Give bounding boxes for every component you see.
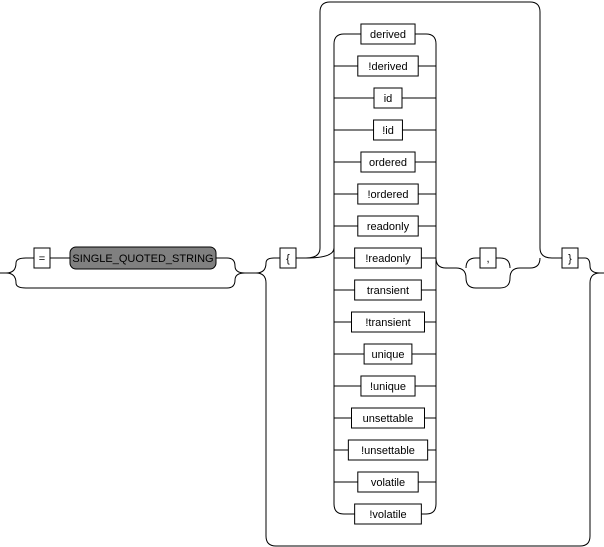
modifier-transient-label: transient xyxy=(367,285,409,297)
modifier-not-unsettable-label: !unsettable xyxy=(361,445,415,457)
separator-upper-line xyxy=(465,257,511,269)
modifier-not-id-terminal xyxy=(373,119,403,141)
separator-terminal: , xyxy=(479,247,497,269)
single-quoted-string-nonterminal: SINGLE_QUOTED_STRING xyxy=(69,246,217,270)
modifier-not-derived-terminal xyxy=(357,55,419,77)
modifier-choice-right-rail xyxy=(425,33,456,515)
brace-bypass-line xyxy=(255,272,604,547)
assign-terminal: = xyxy=(33,247,51,269)
main-line-entry xyxy=(0,272,256,289)
modifier-id-label: id xyxy=(384,93,393,105)
modifier-transient-terminal xyxy=(354,279,422,301)
modifier-not-readonly-label: !readonly xyxy=(365,253,411,265)
modifier-unique-terminal xyxy=(363,343,413,365)
modifier-derived-terminal xyxy=(360,23,416,45)
modifier-not-unsettable-terminal xyxy=(347,439,429,461)
brace-entry-line xyxy=(255,1,601,274)
modifier-unsettable-terminal xyxy=(351,407,425,429)
modifier-choice-left-rail xyxy=(305,33,345,515)
modifier-readonly-label: readonly xyxy=(367,221,410,233)
modifier-unique-label: unique xyxy=(371,349,404,361)
single-quoted-string-label: SINGLE_QUOTED_STRING xyxy=(72,253,213,265)
close-brace-label: } xyxy=(568,253,572,265)
modifier-not-id-label: !id xyxy=(382,125,394,137)
modifier-ordered-label: ordered xyxy=(369,157,407,169)
modifier-not-unique-label: !unique xyxy=(370,381,406,393)
assign-branch-line xyxy=(5,257,246,274)
modifier-not-transient-label: !transient xyxy=(365,317,410,329)
modifier-not-ordered-terminal xyxy=(357,183,419,205)
modifier-volatile-label: volatile xyxy=(371,477,405,489)
modifier-not-unique-terminal xyxy=(360,375,416,397)
modifier-unsettable-label: unsettable xyxy=(363,413,414,425)
modifier-ordered-terminal xyxy=(360,151,416,173)
close-brace-terminal: } xyxy=(561,247,579,269)
modifier-readonly-terminal xyxy=(357,215,419,237)
modifier-not-ordered-label: !ordered xyxy=(368,189,409,201)
separator-loop-line xyxy=(455,257,541,289)
modifier-not-readonly-terminal xyxy=(354,247,422,269)
separator-label: , xyxy=(486,253,489,265)
modifier-choice-group: derived !derived id !id ordered !ordered reado… xyxy=(334,23,436,525)
modifier-not-derived-label: !derived xyxy=(368,61,407,73)
modifier-volatile-terminal xyxy=(357,471,419,493)
modifier-not-volatile-label: !volatile xyxy=(369,509,406,521)
modifier-derived-label: derived xyxy=(370,29,406,41)
modifier-not-transient-terminal xyxy=(351,311,425,333)
open-brace-terminal: { xyxy=(279,247,297,269)
assign-symbol-label: = xyxy=(39,253,45,265)
modifier-not-volatile-terminal xyxy=(354,503,422,525)
open-brace-label: { xyxy=(286,253,290,265)
modifier-id-terminal xyxy=(373,87,403,109)
